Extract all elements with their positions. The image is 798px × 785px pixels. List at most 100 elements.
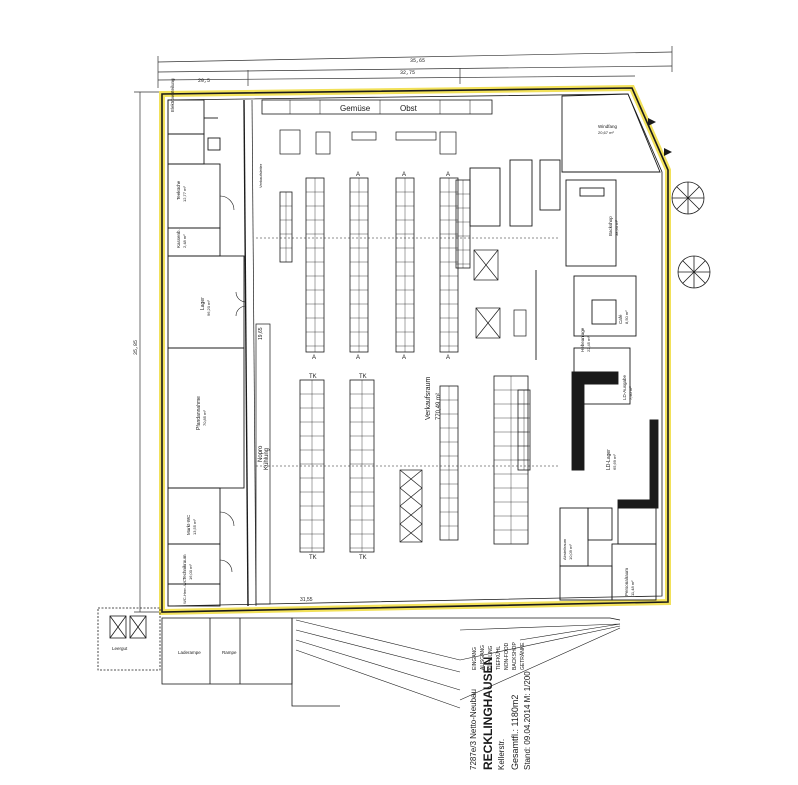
left-rooms — [167, 99, 245, 607]
abstellraum-label: Abstellraum — [562, 538, 567, 560]
upper-shelf-row: AA — [395, 172, 415, 361]
dim-top-mid: 32,75 — [400, 70, 415, 76]
produce-tables — [279, 129, 457, 155]
hebeanlage-area: 22,45 m² — [586, 336, 591, 352]
room-markt-wc-label: Markt-WC — [186, 514, 191, 535]
legend-item: BACKSHOP — [512, 642, 518, 670]
rampe-label: Rampe — [222, 650, 237, 655]
produce-counter — [261, 99, 493, 115]
room-teekueche-area: 12,77 m² — [182, 186, 187, 202]
upper-shelf-row: AA — [439, 172, 459, 361]
produce-counter-segments — [289, 100, 471, 114]
room-lager-label: Lager — [200, 297, 206, 310]
legend-item: TIEFKÜHL — [495, 646, 502, 670]
title-line-2: RECKLINGHAUSEN — [481, 657, 495, 770]
legend-item: EINGANG — [472, 647, 478, 670]
room-kassenraum-area: 2,48 m² — [182, 234, 187, 248]
shelf-end-label: TK — [309, 555, 317, 561]
hebeanlage-label: Hebeanlage — [580, 327, 585, 352]
exterior-wall-highlight — [159, 84, 671, 616]
sales-floor-label: Verkaufsraum — [425, 377, 432, 420]
lower-shelf-row — [439, 385, 459, 541]
loading-dock — [97, 607, 621, 707]
legend-item: AUSGANG — [480, 645, 486, 670]
site-hatch-lines — [295, 619, 621, 709]
cafe-label: Café — [618, 314, 623, 324]
right-rooms — [469, 93, 661, 601]
shelf-end-label: A — [446, 172, 450, 178]
shelf-end-label: A — [356, 355, 360, 361]
exterior-wall — [161, 87, 669, 613]
windfang-label: Windfang — [598, 124, 618, 129]
ld-ausgabe-label: LD-Ausgabe — [622, 374, 627, 400]
dim-top-overall: 35,65 — [410, 58, 425, 64]
title-line-3: Kellerstr. — [497, 739, 506, 770]
dim-bottom-inner: 31,55 — [300, 597, 313, 603]
shelf-end-label: A — [402, 355, 406, 361]
ld-lager-label: LD-Lager — [606, 449, 612, 470]
produce-right-label: Obst — [400, 104, 418, 113]
personalraum-area: 11,48 m² — [630, 580, 635, 596]
shelf-end-label: A — [312, 355, 316, 361]
wall-shelf-left — [279, 191, 293, 263]
left-dimension-line — [134, 91, 160, 613]
windfang-area: 20,67 m² — [598, 130, 614, 135]
title-line-1: 7287e/3 Netto-Neubau — [469, 689, 478, 770]
room-markt-wc-area: 13,55 m² — [192, 519, 197, 535]
backshop-label: Backshop — [608, 216, 613, 236]
shelf-end-label: TK — [359, 374, 367, 380]
room-wc-herren-label: WC-Herr.-WC — [182, 579, 187, 604]
dim-top-left: 20,5 — [198, 78, 210, 84]
entrance-markers — [648, 118, 672, 156]
dim-left-overall: 35,85 — [133, 340, 139, 355]
end-shelf — [517, 389, 531, 471]
legend-item: KÜHLUNG — [487, 645, 494, 670]
leergut-label: Leergut — [112, 646, 128, 651]
shelf-end-label: TK — [309, 374, 317, 380]
title-line-4: Gesamtfl.: 1180m2 — [510, 695, 520, 770]
legend-item: NON-FOOD — [504, 642, 510, 670]
shelf-end-label: TK — [359, 555, 367, 561]
back-door-swings — [219, 195, 247, 573]
personalraum-label: Personalraum — [624, 568, 629, 596]
outdoor-umbrellas — [671, 181, 711, 289]
shelf-end-label: A — [446, 355, 450, 361]
abstellraum-area: 10,09 m² — [568, 544, 573, 560]
room-pfand-label: Pfandannahme — [196, 396, 202, 430]
ld-ausgabe-area: 7,40 m² — [628, 386, 633, 400]
backshop-area: 38,60 m² — [614, 220, 619, 236]
room-lager-area: 96,20 m² — [206, 300, 211, 316]
title-line-5: Stand: 09.04.2014 M: 1/200 — [523, 671, 532, 770]
back-rooms-wall-inner — [251, 99, 257, 607]
kuehlung-label: Kühlung — [264, 448, 270, 470]
dim-inner-height: 19,65 — [258, 327, 264, 340]
room-teekueche-label: Teeküche — [176, 180, 181, 200]
shelf-end-label: A — [402, 172, 406, 178]
back-rooms-wall — [243, 99, 249, 607]
room-technik-label: Technikraum — [182, 554, 187, 580]
room-elektro-label: Elektroverteilung — [170, 78, 175, 112]
cafe-area: 8,50 m² — [624, 310, 629, 324]
laderampe-label: Laderampe — [178, 650, 201, 655]
upper-shelf-row: A — [305, 177, 325, 361]
pallet-boxes — [399, 249, 527, 543]
room-pfand-area: 70,85 m² — [202, 410, 207, 426]
aisle-lines — [256, 237, 560, 467]
freezer-row-left: TK TK — [299, 374, 325, 561]
room-kassenraum-label: Kassenb. — [176, 229, 181, 248]
verkaufsleiter-label: Verkaufsleiter — [258, 163, 263, 188]
sales-floor-area: 770,49 m² — [436, 393, 442, 420]
title-block: 7287e/3 Netto-Neubau RECKLINGHAUSEN Kell… — [469, 642, 532, 770]
freezer-row-mid: TK TK — [349, 374, 375, 561]
cooling-corridor — [255, 323, 271, 605]
shelf-end-label: A — [356, 172, 360, 178]
top-dimension-lines — [157, 46, 673, 88]
legend-item: GETRÄNKE — [519, 642, 526, 670]
nopro-label: Nopro — [258, 445, 264, 462]
ld-lager-area: 65,69 m² — [612, 454, 617, 470]
upper-shelf-row: AA — [349, 172, 369, 361]
produce-left-label: Gemüse — [340, 104, 371, 113]
room-technik-area: 16,00 m² — [188, 564, 193, 580]
